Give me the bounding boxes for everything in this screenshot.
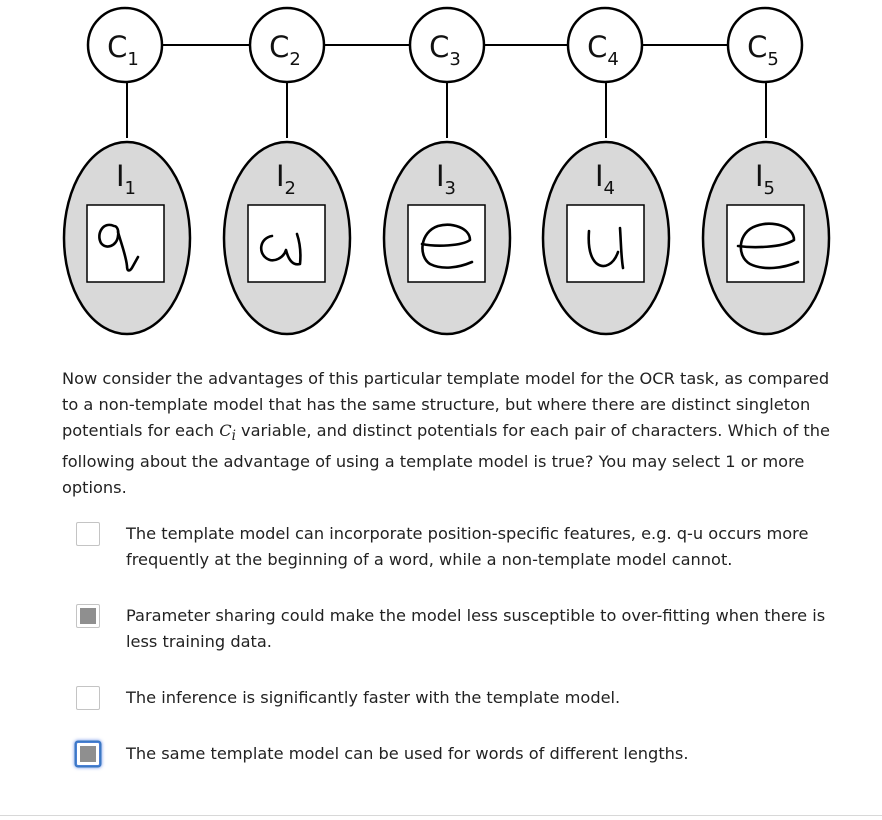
svg-text:I3: I3 xyxy=(436,159,456,199)
handwritten-image-i1 xyxy=(86,204,165,283)
answer-option-label[interactable]: The template model can incorporate posit… xyxy=(126,524,809,569)
answer-option-label[interactable]: Parameter sharing could make the model l… xyxy=(126,606,826,651)
ocr-template-model-diagram: C1 C2 C3 C4 C5 I1 xyxy=(62,6,831,336)
handwritten-image-i2 xyxy=(247,204,326,283)
handwritten-image-i4 xyxy=(566,204,645,283)
image-node-i3: I3 xyxy=(382,140,512,336)
answer-checkbox-1[interactable] xyxy=(76,522,100,546)
svg-text:C5: C5 xyxy=(747,30,779,70)
handwritten-glyph-i5 xyxy=(736,222,800,270)
answer-checkbox-2[interactable] xyxy=(76,604,100,628)
handwritten-image-i5 xyxy=(726,204,805,283)
bottom-divider xyxy=(0,815,882,816)
handwritten-glyph-i2 xyxy=(259,232,302,266)
svg-text:C3: C3 xyxy=(429,30,461,70)
question-variable: Ci xyxy=(219,421,236,445)
svg-text:C1: C1 xyxy=(107,30,139,70)
image-node-i5: I5 xyxy=(701,140,831,336)
handwritten-glyph-i3 xyxy=(420,223,474,269)
svg-text:I5: I5 xyxy=(755,159,775,199)
answer-option-label[interactable]: The inference is significantly faster wi… xyxy=(126,688,621,707)
class-node-c2: C2 xyxy=(248,6,326,84)
question-text: Now consider the advantages of this part… xyxy=(62,366,842,501)
question-text-before: Now consider the advantages of this part… xyxy=(62,369,830,440)
class-node-c1: C1 xyxy=(86,6,164,84)
emission-edges xyxy=(126,83,767,138)
handwritten-image-i3 xyxy=(407,204,486,283)
class-node-c4: C4 xyxy=(566,6,644,84)
svg-text:I1: I1 xyxy=(116,159,136,199)
class-node-c5: C5 xyxy=(726,6,804,84)
handwritten-glyph-i1 xyxy=(98,223,140,272)
image-node-i1: I1 xyxy=(62,140,192,336)
handwritten-glyph-i4 xyxy=(587,226,625,270)
answer-checkbox-3[interactable] xyxy=(76,686,100,710)
question-text-after: variable, and distinct potentials for ea… xyxy=(62,421,830,498)
class-node-c3: C3 xyxy=(408,6,486,84)
svg-text:C4: C4 xyxy=(587,30,619,70)
image-node-i4: I4 xyxy=(541,140,671,336)
answer-option-label[interactable]: The same template model can be used for … xyxy=(126,744,689,763)
svg-text:C2: C2 xyxy=(269,30,301,70)
svg-text:I4: I4 xyxy=(595,159,615,199)
svg-text:I2: I2 xyxy=(276,159,296,199)
answer-checkbox-4[interactable] xyxy=(76,742,100,766)
image-node-i2: I2 xyxy=(222,140,352,336)
